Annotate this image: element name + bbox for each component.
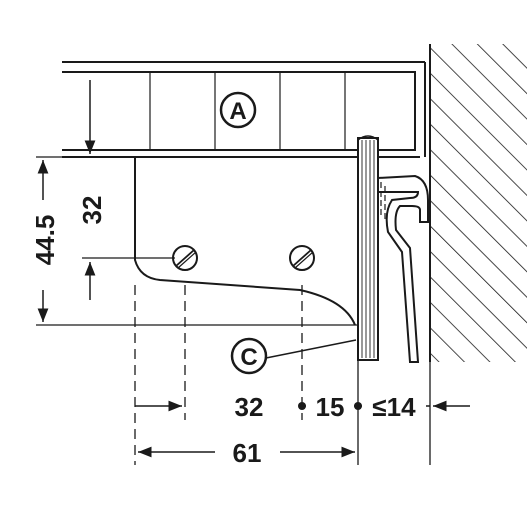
dim-15-label: 15 [316, 392, 345, 422]
wall [429, 44, 527, 362]
dim-le-14-label: ≤14 [372, 392, 416, 422]
callout-c: C [230, 337, 357, 375]
bracket-plate [134, 157, 356, 326]
extension-lines [36, 156, 431, 465]
dim-44-5-label: 44.5 [30, 215, 60, 266]
screw-right [289, 245, 315, 271]
hanger-clip [377, 174, 429, 363]
dim-32-horizontal-label: 32 [235, 392, 264, 422]
callout-a: A [219, 91, 257, 129]
dim-32-vertical-label: 32 [77, 196, 107, 225]
rail-c [357, 135, 379, 361]
screw-left [172, 245, 198, 271]
dim-dots [298, 402, 362, 410]
svg-text:A: A [229, 98, 246, 125]
dim-61-label: 61 [233, 438, 262, 468]
svg-text:C: C [240, 344, 257, 371]
